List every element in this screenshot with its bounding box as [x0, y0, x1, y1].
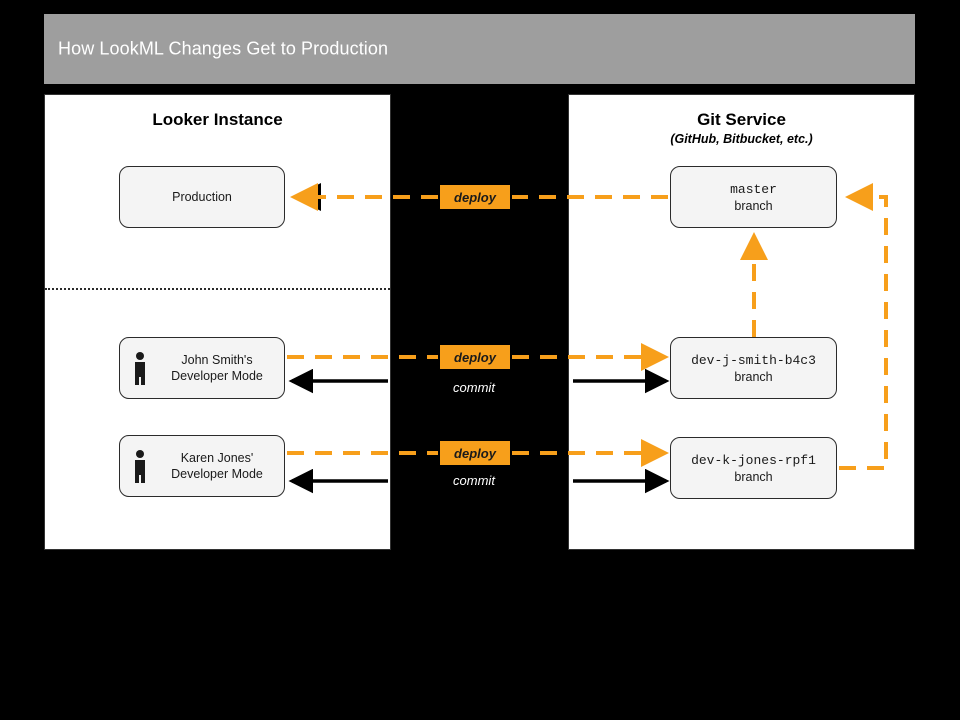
- node-john-line1: John Smith's: [181, 353, 253, 367]
- edge-label-deploy-john: deploy: [440, 345, 510, 369]
- dotted-divider: [45, 288, 390, 290]
- node-master-kind: branch: [734, 198, 773, 213]
- node-master-branch[interactable]: master branch: [670, 166, 837, 228]
- panel-title-looker: Looker Instance: [152, 110, 283, 129]
- edge-label-deploy-karen: deploy: [440, 441, 510, 465]
- title-bar: How LookML Changes Get to Production: [44, 14, 915, 84]
- node-branch-k-kind: branch: [734, 469, 773, 484]
- edge-label-commit-karen: commit: [453, 473, 495, 488]
- person-icon: [135, 450, 145, 483]
- node-branch-k-name: dev-k-jones-rpf1: [691, 452, 816, 468]
- node-branch-dev-k-jones[interactable]: dev-k-jones-rpf1 branch: [670, 437, 837, 499]
- page-title: How LookML Changes Get to Production: [58, 38, 389, 59]
- node-john-smith-developer-mode[interactable]: John Smith's Developer Mode: [119, 337, 285, 399]
- node-master-name: master: [730, 181, 777, 197]
- panel-subtitle-git: (GitHub, Bitbucket, etc.): [670, 132, 813, 146]
- node-john-line2: Developer Mode: [171, 369, 263, 383]
- node-branch-j-kind: branch: [734, 369, 773, 384]
- person-icon: [135, 352, 145, 385]
- node-karen-line2: Developer Mode: [171, 467, 263, 481]
- node-production[interactable]: Production: [119, 166, 285, 228]
- node-branch-j-name: dev-j-smith-b4c3: [691, 352, 816, 368]
- edge-label-commit-john: commit: [453, 380, 495, 395]
- panel-title-git: Git Service: [697, 110, 786, 129]
- node-karen-jones-developer-mode[interactable]: Karen Jones' Developer Mode: [119, 435, 285, 497]
- edge-label-deploy-production: deploy: [440, 185, 510, 209]
- node-branch-dev-j-smith[interactable]: dev-j-smith-b4c3 branch: [670, 337, 837, 399]
- node-production-label: Production: [172, 190, 232, 204]
- node-karen-line1: Karen Jones': [180, 451, 254, 465]
